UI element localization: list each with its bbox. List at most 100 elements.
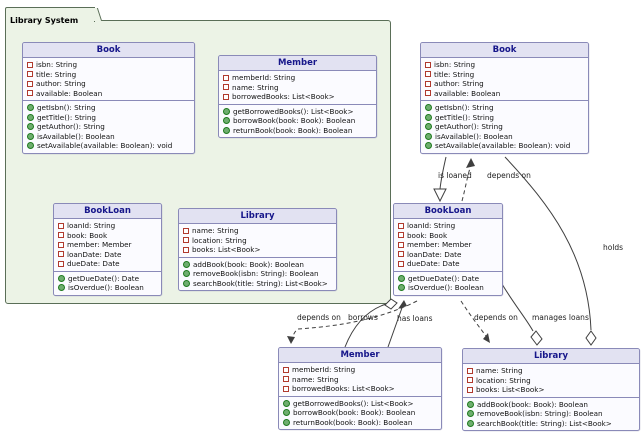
member-text: dueDate: Date	[67, 259, 120, 269]
member-text: addBook(book: Book): Boolean	[193, 259, 304, 269]
field-icon	[425, 71, 431, 78]
attribute-row: available: Boolean	[421, 89, 588, 99]
method-row: getTitle(): String	[23, 113, 194, 123]
member-text: loanDate: Date	[407, 249, 462, 259]
attribute-row: book: Book	[394, 231, 502, 241]
member-text: returnBook(book: Book): Boolean	[293, 417, 413, 427]
member-text: book: Book	[67, 230, 108, 240]
member-text: borrowedBooks: List<Book>	[232, 92, 335, 102]
method-icon	[27, 123, 34, 131]
member-text: setAvailable(available: Boolean): void	[435, 141, 571, 151]
field-icon	[425, 61, 431, 68]
attribute-row: borrowedBooks: List<Book>	[279, 384, 441, 394]
field-icon	[27, 80, 33, 87]
edge-label-depends-on-library: depends on	[474, 313, 518, 322]
field-icon	[183, 246, 189, 253]
edge-borrows	[344, 303, 387, 348]
arrowhead-has-loans	[398, 300, 407, 309]
method-icon	[27, 104, 34, 112]
member-text: returnBook(book: Book): Boolean	[233, 125, 353, 135]
member-text: searchBook(title: String): List<Book>	[193, 278, 328, 288]
field-icon	[27, 71, 33, 78]
edge-label-depends-on-book: depends on	[487, 171, 531, 180]
edge-label-borrows: borrows	[348, 313, 378, 322]
method-row: getIsbn(): String	[23, 103, 194, 113]
field-icon	[27, 90, 33, 97]
field-icon	[283, 376, 289, 383]
member-text: name: String	[232, 82, 279, 92]
member-text: title: String	[36, 69, 77, 79]
class-title: BookLoan	[54, 204, 161, 218]
edge-label-depends-on-member: depends on	[297, 313, 341, 322]
method-icon	[425, 132, 432, 140]
member-text: isAvailable(): Boolean	[37, 131, 115, 141]
member-text: books: List<Book>	[192, 245, 261, 255]
member-text: books: List<Book>	[476, 385, 545, 395]
field-icon	[183, 227, 189, 234]
method-icon	[27, 113, 34, 121]
member-text: removeBook(isbn: String): Boolean	[477, 409, 603, 419]
method-icon	[223, 117, 230, 125]
attribute-row: name: String	[279, 375, 441, 385]
member-text: getIsbn(): String	[37, 103, 96, 113]
member-text: available: Boolean	[36, 88, 103, 98]
method-icon	[467, 400, 474, 408]
attribute-row: author: String	[421, 79, 588, 89]
class-title: Member	[279, 348, 441, 362]
method-row: borrowBook(book: Book): Boolean	[219, 116, 376, 126]
attribute-row: isbn: String	[23, 60, 194, 70]
field-icon	[398, 232, 404, 239]
method-icon	[425, 123, 432, 131]
arrowhead-depends-on-member	[287, 336, 295, 344]
method-icon	[467, 410, 474, 418]
field-icon	[58, 222, 64, 229]
method-icon	[183, 270, 190, 278]
diamond-borrows	[384, 298, 398, 310]
attribute-row: loanDate: Date	[54, 250, 161, 260]
member-text: isAvailable(): Boolean	[435, 131, 513, 141]
attribute-row: location: String	[463, 376, 639, 386]
attribute-row: title: String	[23, 70, 194, 80]
edge-depends-on-library	[460, 300, 487, 337]
edge-holds	[504, 156, 592, 331]
member-text: getAuthor(): String	[435, 122, 503, 132]
method-row: addBook(book: Book): Boolean	[179, 260, 336, 270]
attribute-row: book: Book	[54, 231, 161, 241]
member-text: author: String	[434, 79, 484, 89]
methods-section: getBorrowedBooks(): List<Book>borrowBook…	[279, 395, 441, 430]
member-text: addBook(book: Book): Boolean	[477, 399, 588, 409]
method-row: isAvailable(): Boolean	[421, 132, 588, 142]
attribute-row: member: Member	[54, 240, 161, 250]
edge-has-loans	[387, 304, 404, 348]
member-text: author: String	[36, 79, 86, 89]
attribute-row: books: List<Book>	[463, 385, 639, 395]
field-icon	[425, 90, 431, 97]
edge-label-has-loans: has loans	[397, 314, 433, 323]
member-text: location: String	[476, 375, 531, 385]
method-row: removeBook(isbn: String): Boolean	[179, 269, 336, 279]
attribute-row: books: List<Book>	[179, 245, 336, 255]
edge-label-holds: holds	[603, 243, 624, 252]
edge-depends-on-book	[461, 167, 471, 202]
method-row: searchBook(title: String): List<Book>	[179, 279, 336, 289]
attribute-row: name: String	[463, 366, 639, 376]
member-text: name: String	[192, 226, 239, 236]
method-row: getBorrowedBooks(): List<Book>	[219, 107, 376, 117]
member-text: searchBook(title: String): List<Book>	[477, 418, 612, 428]
member-text: getDueDate(): Date	[408, 273, 479, 283]
attribute-row: available: Boolean	[23, 89, 194, 99]
member-text: getBorrowedBooks(): List<Book>	[293, 398, 414, 408]
